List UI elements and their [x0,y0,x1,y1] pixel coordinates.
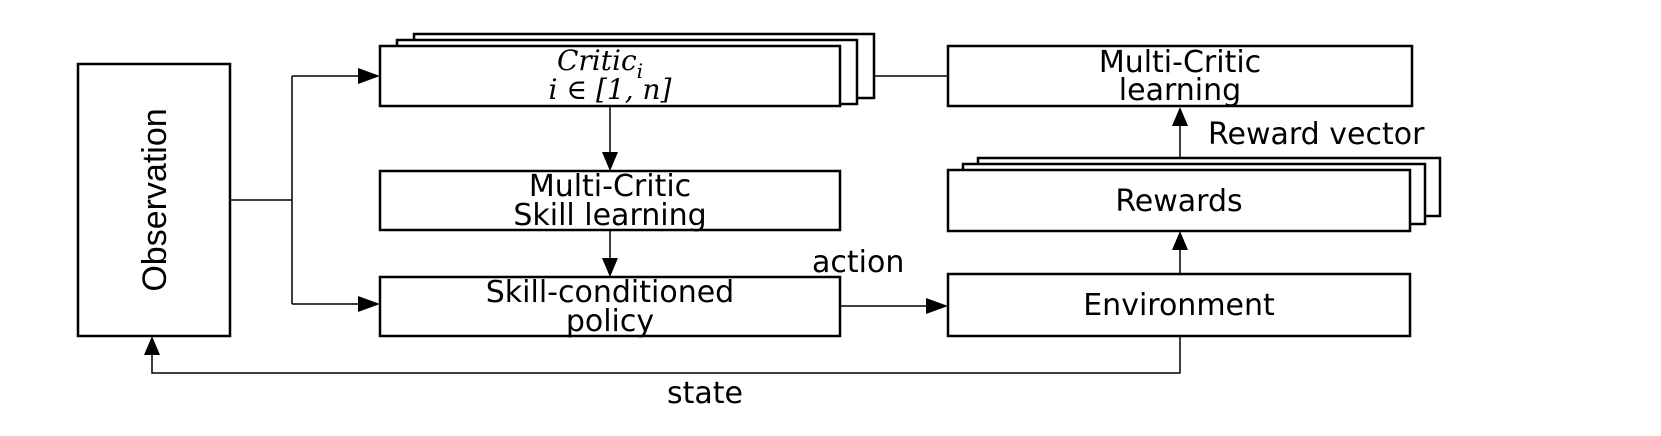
arrowhead-to-rewards [1172,231,1188,250]
critic-learning-line-1: Multi-Critic [1099,45,1261,80]
critic-box [378,44,842,108]
critic-node: Critici i ∈ [1, n] [378,32,876,108]
observation-label: Observation [136,108,174,291]
action-label: action [812,245,904,280]
skill-learning-line-1: Multi-Critic [529,169,691,204]
reward-vector-label: Reward vector [1208,117,1425,152]
arrowhead-to-skill-learning [602,152,618,171]
environment-box [946,272,1412,338]
arrowhead-to-environment [926,298,948,314]
skill-learning-node: Multi-Critic Skill learning [378,169,842,233]
critic-title: Critici [557,44,643,83]
policy-line-1: Skill-conditioned [486,275,734,310]
policy-line-2: policy [566,304,654,339]
policy-box [378,275,842,338]
critic-learning-line-2: learning [1119,73,1241,108]
arrowhead-to-critic [358,68,380,84]
critic-subscript: i [637,59,643,83]
critic-name: Critic [557,44,637,77]
rewards-box [946,168,1412,233]
critic-learning-box [946,44,1414,108]
state-label: state [667,376,743,411]
arrowhead-to-policy [358,296,380,312]
rewards-label: Rewards [1115,184,1242,219]
rewards-node: Rewards [946,156,1442,233]
arrowhead-to-critic-learning [1172,107,1188,126]
skill-learning-box [378,169,842,232]
environment-label: Environment [1083,288,1275,323]
edge-state-feedback [151,336,1181,374]
environment-node: Environment [946,272,1412,338]
arrowhead-to-observation [144,336,160,355]
observation-box [76,62,232,338]
observation-node: Observation [76,62,232,338]
policy-node: Skill-conditioned policy [378,275,842,339]
arrowhead-skill-learning-to-policy [602,258,618,277]
critic-learning-node: Multi-Critic learning [946,44,1414,108]
skill-learning-line-2: Skill learning [513,198,706,233]
critic-range: i ∈ [1, n] [549,73,672,106]
